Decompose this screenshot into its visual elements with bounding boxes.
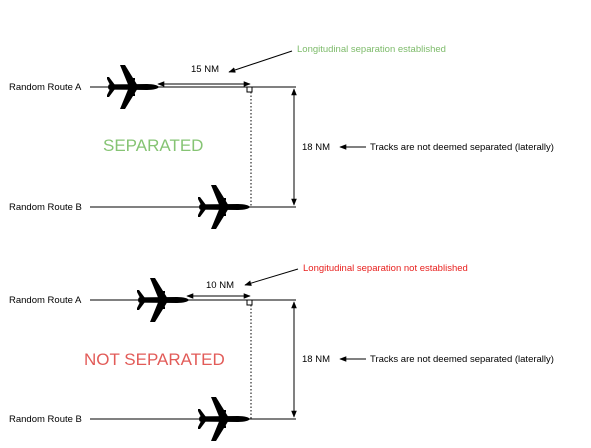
aircraft-a-icon [137,278,189,322]
aircraft-a-icon [107,65,159,109]
longitudinal-note-arrow [244,268,299,286]
longitudinal-note-arrow [228,50,293,73]
route-b-label: Random Route B [9,202,82,213]
route-b-label: Random Route B [9,414,82,425]
status-label: SEPARATED [103,136,203,155]
aircraft-b-icon [198,397,250,441]
route-a-label: Random Route A [9,82,82,93]
panel-separated: Random Route A Random Route B 15 NM 18 N… [9,44,554,229]
reference-point-marker [246,299,253,306]
reference-point-marker [246,86,253,93]
lateral-distance-label: 18 NM [302,354,330,365]
panel-not-separated: Random Route A Random Route B 10 NM 18 N… [9,263,554,441]
longitudinal-note: Longitudinal separation established [297,44,446,55]
lateral-distance-label: 18 NM [302,142,330,153]
lateral-note: Tracks are not deemed separated (lateral… [370,354,554,365]
longitudinal-distance-label: 10 NM [206,280,234,291]
longitudinal-note: Longitudinal separation not established [303,263,468,274]
longitudinal-distance-label: 15 NM [191,64,219,75]
lateral-note: Tracks are not deemed separated (lateral… [370,142,554,153]
status-label: NOT SEPARATED [84,350,225,369]
route-a-label: Random Route A [9,295,82,306]
aircraft-b-icon [198,185,250,229]
